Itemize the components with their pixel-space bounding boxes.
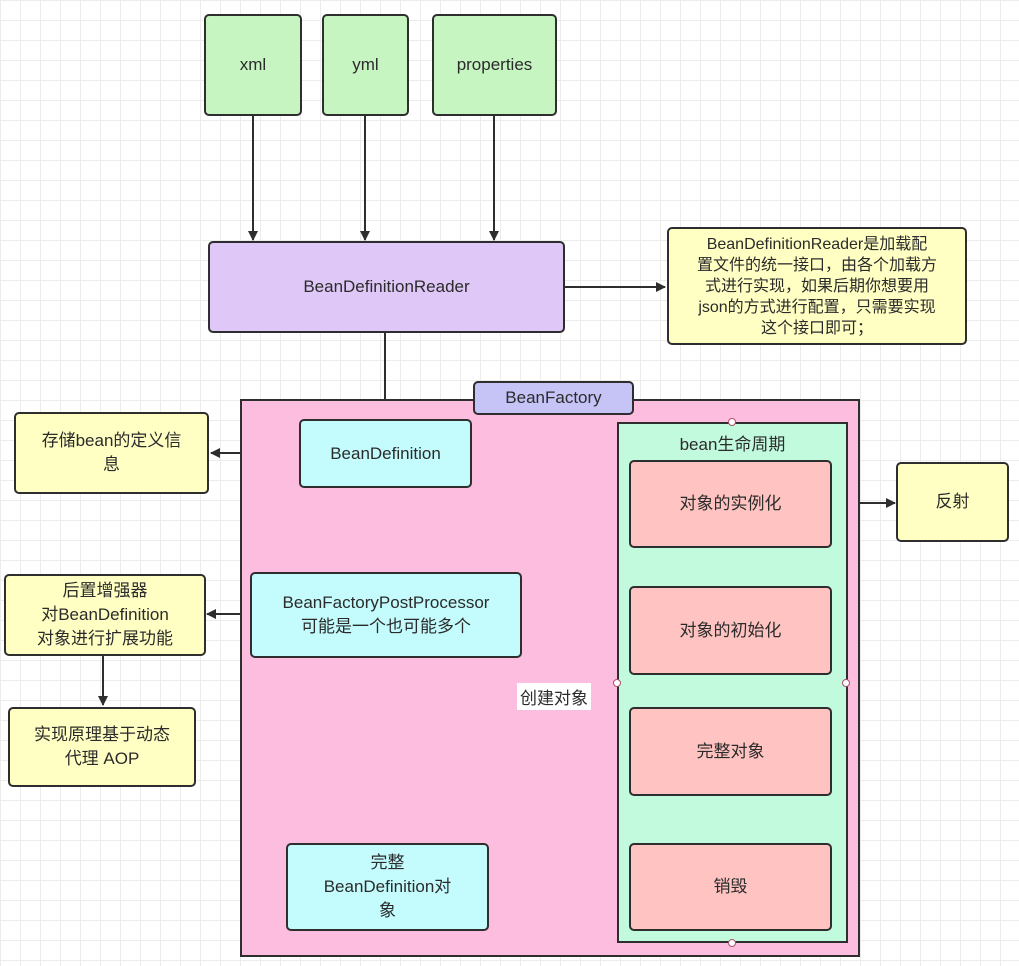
reader-note-line: BeanDefinitionReader是加载配 bbox=[706, 235, 928, 253]
resize-handle-right[interactable] bbox=[842, 679, 850, 687]
reader-note[interactable]: BeanDefinitionReader是加载配 置文件的统一接口，由各个加载方… bbox=[667, 227, 967, 345]
lifecycle-step-destroy[interactable]: 销毁 bbox=[629, 843, 832, 931]
step-label: 对象的实例化 bbox=[679, 494, 782, 513]
step-label: 完整对象 bbox=[696, 741, 765, 761]
post-processor-note-line: 对象进行扩展功能 bbox=[37, 629, 173, 648]
post-processor-note[interactable]: 后置增强器 对BeanDefinition 对象进行扩展功能 bbox=[4, 574, 206, 656]
reflection-note-label: 反射 bbox=[935, 492, 970, 511]
lifecycle-step-initialization[interactable]: 对象的初始化 bbox=[629, 586, 832, 675]
bean-factory-title-label: BeanFactory bbox=[505, 388, 602, 407]
step-label: 对象的初始化 bbox=[679, 620, 782, 640]
source-yml[interactable]: yml bbox=[322, 14, 409, 116]
post-processor-line: BeanFactoryPostProcessor bbox=[282, 593, 490, 612]
source-xml[interactable]: xml bbox=[204, 14, 302, 116]
source-properties[interactable]: properties bbox=[432, 14, 557, 116]
lifecycle-step-complete-object[interactable]: 完整对象 bbox=[629, 707, 832, 796]
bean-definition-label: BeanDefinition bbox=[330, 443, 441, 463]
definition-note[interactable]: 存储bean的定义信 息 bbox=[14, 412, 209, 494]
aop-note-line: 代理 AOP bbox=[64, 749, 140, 768]
bean-factory-title[interactable]: BeanFactory bbox=[473, 381, 634, 415]
reflection-note[interactable]: 反射 bbox=[896, 462, 1009, 542]
reader-label: BeanDefinitionReader bbox=[303, 277, 470, 296]
post-processor-line: 可能是一个也可能多个 bbox=[300, 617, 471, 636]
aop-note-line: 实现原理基于动态 bbox=[34, 725, 170, 744]
lifecycle-title: bean生命周期 bbox=[679, 435, 786, 454]
resize-handle-top[interactable] bbox=[728, 418, 736, 426]
reader-note-line: 这个接口即可； bbox=[760, 319, 873, 337]
definition-note-line: 存储bean的定义信 bbox=[41, 431, 182, 450]
post-processor-note-line: 对BeanDefinition bbox=[41, 605, 169, 624]
reader-note-line: 式进行实现，如果后期你想要用 bbox=[704, 277, 929, 295]
aop-note[interactable]: 实现原理基于动态 代理 AOP bbox=[8, 707, 196, 787]
bean-factory-post-processor[interactable]: BeanFactoryPostProcessor 可能是一个也可能多个 bbox=[250, 572, 522, 658]
source-xml-label: xml bbox=[239, 55, 267, 74]
bean-definition[interactable]: BeanDefinition bbox=[299, 419, 472, 488]
complete-definition-line: 完整 bbox=[370, 853, 405, 872]
resize-handle-left[interactable] bbox=[613, 679, 621, 687]
post-processor-note-line: 后置增强器 bbox=[62, 581, 148, 600]
complete-definition-line: 象 bbox=[378, 901, 396, 920]
reader-note-line: json的方式进行配置，只需要实现 bbox=[698, 298, 936, 316]
definition-note-line: 息 bbox=[102, 455, 120, 474]
source-yml-label: yml bbox=[352, 55, 379, 74]
complete-bean-definition[interactable]: 完整 BeanDefinition对 象 bbox=[286, 843, 489, 931]
bean-definition-reader[interactable]: BeanDefinitionReader bbox=[208, 241, 565, 333]
lifecycle-step-instantiation[interactable]: 对象的实例化 bbox=[629, 460, 832, 548]
source-properties-label: properties bbox=[456, 55, 533, 74]
create-object-label: 创建对象 bbox=[517, 683, 591, 710]
resize-handle-bottom[interactable] bbox=[728, 939, 736, 947]
reader-note-line: 置文件的统一接口，由各个加载方 bbox=[696, 256, 937, 274]
step-label: 销毁 bbox=[713, 877, 748, 896]
complete-definition-line: BeanDefinition对 bbox=[323, 877, 452, 896]
